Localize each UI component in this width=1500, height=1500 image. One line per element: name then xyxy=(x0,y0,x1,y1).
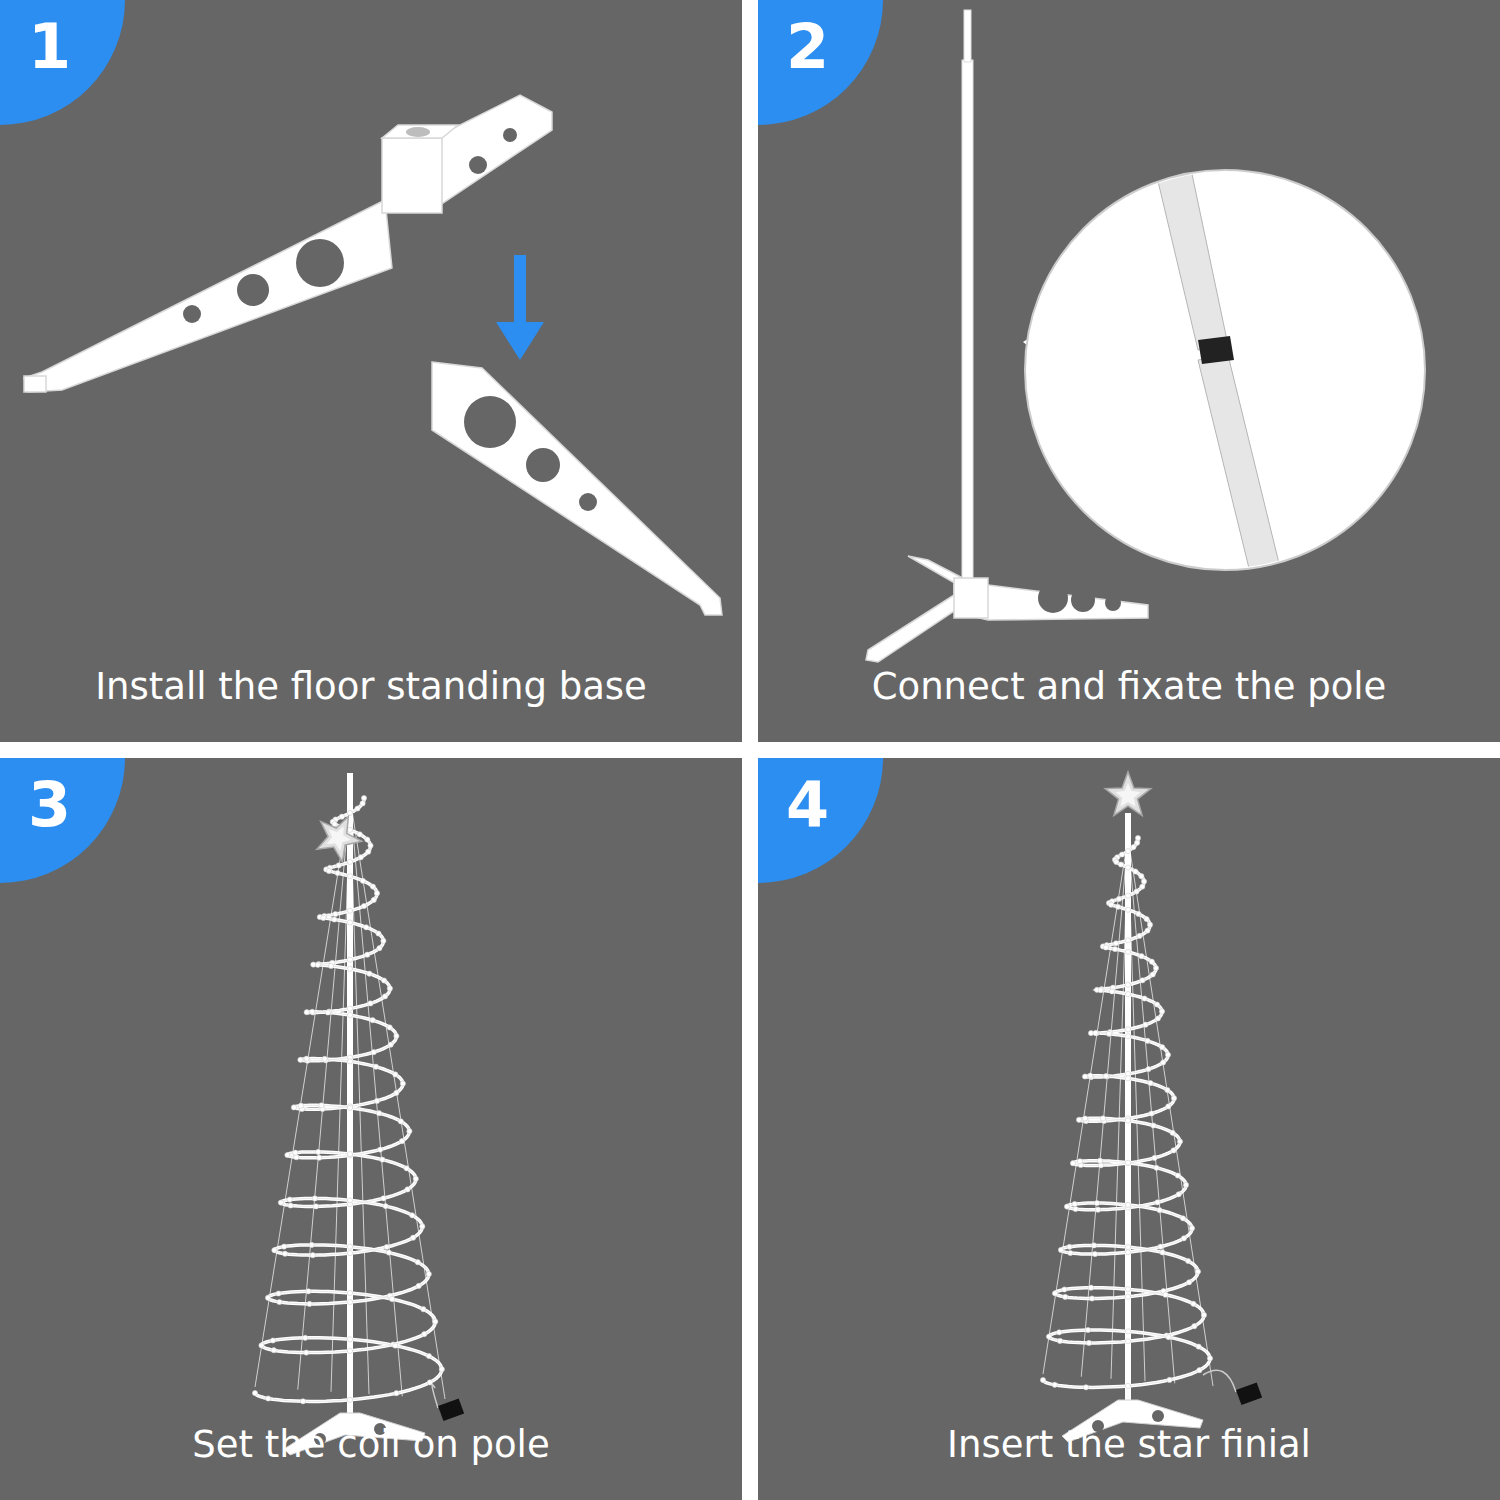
step-panel: 3Set the coil on pole xyxy=(0,758,742,1500)
step-caption: Connect and fixate the pole xyxy=(758,665,1500,709)
pole-illustration xyxy=(758,0,1500,742)
step-panel: 4Insert the star finial xyxy=(758,758,1500,1500)
step-badge: 2 xyxy=(758,0,883,125)
step-caption: Set the coil on pole xyxy=(0,1423,742,1467)
coil-illustration xyxy=(0,758,742,1500)
base-illustration xyxy=(0,0,742,742)
step-number: 3 xyxy=(28,774,98,836)
step-number: 4 xyxy=(786,774,856,836)
star-illustration xyxy=(758,758,1500,1500)
step-badge: 1 xyxy=(0,0,125,125)
step-number: 2 xyxy=(786,16,856,78)
step-caption: Install the floor standing base xyxy=(0,665,742,709)
step-badge: 4 xyxy=(758,758,883,883)
step-caption: Insert the star finial xyxy=(758,1423,1500,1467)
step-badge: 3 xyxy=(0,758,125,883)
step-panel: 2Connect and fixate the pole xyxy=(758,0,1500,742)
step-panel: 1Install the floor standing base xyxy=(0,0,742,742)
step-number: 1 xyxy=(28,16,98,78)
